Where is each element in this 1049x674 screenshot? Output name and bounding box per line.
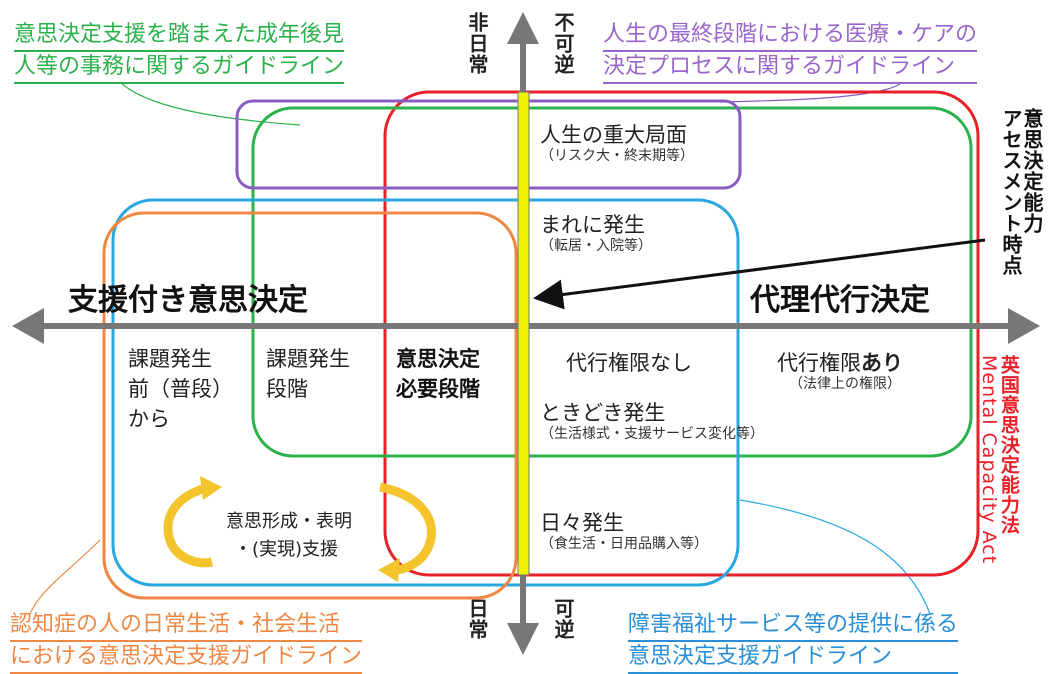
assessment-arrow xyxy=(533,238,986,310)
phase-before: 課題発生 前（普段） から xyxy=(128,344,233,434)
support-cycle-line: ・(実現)支援 xyxy=(234,539,339,560)
support-cycle-label: 意思形成・表明 ・(実現)支援 xyxy=(226,508,352,564)
axis-label-irreversible: 不可逆 xyxy=(551,12,575,75)
phase-line: 課題発生 xyxy=(128,347,212,371)
event-title: まれに発生 xyxy=(540,213,645,237)
event-rare: まれに発生 （転居・入院等） xyxy=(540,212,652,256)
cycle-arrowhead-left xyxy=(200,476,222,500)
axis-label-supported-decision: 支援付き意思決定 xyxy=(68,283,308,318)
phase-line: 必要段階 xyxy=(396,377,480,401)
authority-yes-bold: あり xyxy=(861,351,903,375)
authority-yes-prefix: 代行権限 xyxy=(777,351,861,375)
guideline-line: 障害福祉サービス等の提供に係る xyxy=(628,610,959,642)
event-major: 人生の重大局面 （リスク大・終末期等） xyxy=(540,122,694,166)
axis-label-substitute-decision: 代理代行決定 xyxy=(750,283,930,318)
authority-none: 代行権限なし xyxy=(566,351,692,375)
cycle-arrow-left xyxy=(163,482,214,568)
authority-yes: 代行権限あり （法律上の権限） xyxy=(777,350,903,394)
axis-label-reversible: 可逆 xyxy=(551,598,575,640)
phase-line: 段階 xyxy=(266,377,308,401)
disability-blue-box xyxy=(111,198,740,587)
guideline-line: 認知症の人の日常生活・社会生活 xyxy=(10,610,363,642)
guideline-line: 人等の事務に関するガイドライン xyxy=(14,52,345,84)
phase-line: 前（普段） xyxy=(128,377,233,401)
mca-label-jp: 英国意思決定能力法 xyxy=(997,355,1020,535)
event-title: 人生の重大局面 xyxy=(540,123,687,147)
guideline-adult-guardianship: 意思決定支援を踏まえた成年後見 人等の事務に関するガイドライン xyxy=(14,20,345,84)
guideline-line: 人生の最終段階における医療・ケアの xyxy=(603,20,978,52)
phase-needed: 意思決定 必要段階 xyxy=(396,344,480,404)
cycle-arrow-right xyxy=(379,482,436,575)
mca-label: 英国意思決定能力法 Mental Capacity Act xyxy=(977,355,1020,565)
leader-line-purple xyxy=(719,83,901,103)
event-sub: （転居・入院等） xyxy=(540,238,652,255)
event-sub: （リスク大・終末期等） xyxy=(540,148,694,165)
support-cycle-line: 意思形成・表明 xyxy=(226,511,352,532)
event-sub: （食生活・日用品購入等） xyxy=(540,536,708,553)
leader-line-orange xyxy=(29,539,101,615)
axis-label-daily: 日常 xyxy=(465,598,489,640)
end-of-life-purple-box xyxy=(235,99,742,190)
event-title: ときどき発生 xyxy=(540,401,666,425)
event-daily: 日々発生 （食生活・日用品購入等） xyxy=(540,510,708,554)
axis-arrow-left xyxy=(12,308,44,344)
axis-arrow-right xyxy=(1008,308,1040,344)
leader-line-green xyxy=(119,81,301,126)
authority-yes-title: 代行権限あり xyxy=(777,350,903,376)
mca-label-en: Mental Capacity Act xyxy=(977,355,1000,565)
phase-during: 課題発生 段階 xyxy=(266,344,350,404)
axis-arrow-down xyxy=(507,623,539,655)
leader-line-blue xyxy=(739,499,931,615)
guideline-line: における意思決定支援ガイドライン xyxy=(10,642,363,674)
guideline-line: 意思決定支援を踏まえた成年後見 xyxy=(14,20,345,52)
guardianship-green-box xyxy=(251,106,973,458)
phase-line: 意思決定 xyxy=(396,347,480,371)
center-yellow-bar xyxy=(517,91,530,576)
phase-line: から xyxy=(128,407,170,431)
phase-line: 課題発生 xyxy=(266,347,350,371)
guideline-end-of-life: 人生の最終段階における医療・ケアの 決定プロセスに関するガイドライン xyxy=(603,20,978,84)
event-sub: （生活様式・支援サービス変化等） xyxy=(540,426,764,443)
dementia-orange-box xyxy=(102,211,518,600)
assessment-label-line: 意思決定能力 xyxy=(1020,108,1044,234)
axis-arrow-up xyxy=(507,12,539,44)
authority-legal: （法律上の権限） xyxy=(789,376,901,393)
assessment-label: 意思決定能力 アセスメント時点 xyxy=(999,108,1044,276)
event-sometimes: ときどき発生 （生活様式・支援サービス変化等） xyxy=(540,400,764,444)
assessment-label-line: アセスメント時点 xyxy=(999,108,1023,276)
axis-label-non-daily: 非日常 xyxy=(465,12,489,75)
cycle-arrowhead-right xyxy=(378,558,400,582)
guideline-line: 決定プロセスに関するガイドライン xyxy=(603,52,978,84)
guideline-disability-services: 障害福祉サービス等の提供に係る 意思決定支援ガイドライン xyxy=(628,610,959,674)
guideline-line: 意思決定支援ガイドライン xyxy=(628,642,959,674)
mca-red-box xyxy=(383,90,980,577)
guideline-dementia: 認知症の人の日常生活・社会生活 における意思決定支援ガイドライン xyxy=(10,610,363,674)
event-title: 日々発生 xyxy=(540,511,624,535)
